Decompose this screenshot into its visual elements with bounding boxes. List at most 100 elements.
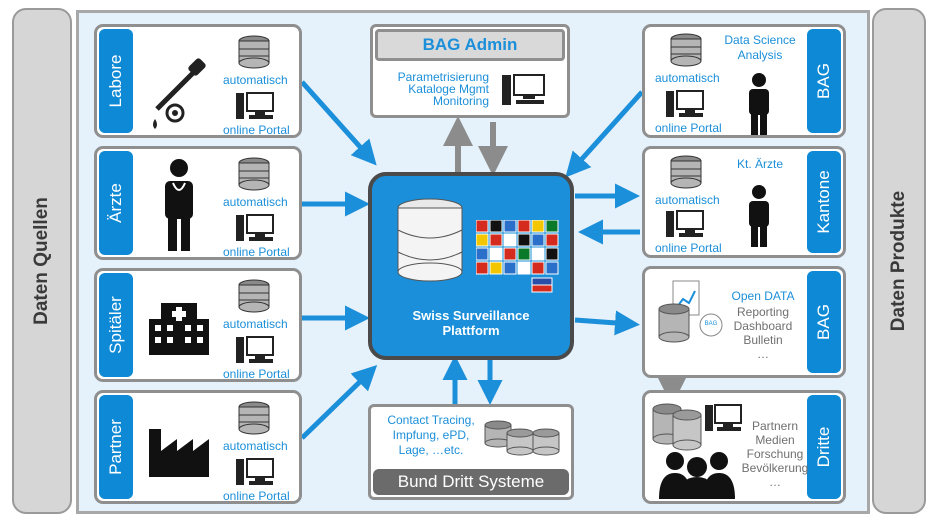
portal-label: online Portal xyxy=(655,121,722,135)
product-tab xyxy=(807,271,841,373)
pipette-virus-icon xyxy=(153,58,206,129)
source-tab-label: Spitäler xyxy=(106,296,125,354)
open-data-label: Open DATA xyxy=(731,289,795,303)
open-data-line: Bulletin xyxy=(743,333,783,347)
admin-line: Kataloge Mgmt xyxy=(408,82,489,96)
third-party-card: Contact Tracing, Impfung, ePD, Lage, …et… xyxy=(368,404,574,500)
database-computer-icon xyxy=(652,403,742,451)
computer-icon xyxy=(236,336,274,363)
database-icon xyxy=(670,33,702,67)
arrow-platform-to-bag-analysis xyxy=(565,90,644,178)
factory-icon xyxy=(149,429,209,477)
source-card-partner: Partner automatisch online Portal xyxy=(94,390,302,504)
person-icon xyxy=(749,185,769,247)
person-icon xyxy=(749,73,769,135)
open-data-line: Reporting xyxy=(736,305,790,319)
database-icon xyxy=(238,401,270,435)
open-data-lines: Reporting Dashboard Bulletin … xyxy=(723,305,803,361)
auto-label: automatisch xyxy=(223,195,288,209)
kantone-label: Kt. Ärzte xyxy=(736,157,783,171)
third-party-lines: Contact Tracing, Impfung, ePD, Lage, …et… xyxy=(377,413,485,458)
canton-flags-icon xyxy=(476,220,559,293)
analysis-line1: Data Science xyxy=(724,33,796,47)
database-cluster-icon xyxy=(484,420,560,456)
report-database-icon xyxy=(658,280,723,343)
open-data-line: Dashboard xyxy=(733,319,793,333)
portal-label: online Portal xyxy=(655,241,722,255)
computer-icon xyxy=(666,90,704,117)
dritte-line: Medien xyxy=(755,433,795,447)
source-tab-label: Partner xyxy=(106,419,125,475)
auto-label: automatisch xyxy=(223,73,288,87)
computer-icon xyxy=(502,74,545,105)
analysis-label: Data Science Analysis xyxy=(713,33,807,63)
doctor-icon xyxy=(165,159,193,251)
database-icon xyxy=(238,35,270,69)
computer-icon xyxy=(236,458,274,485)
right-side-band xyxy=(872,8,926,514)
dritte-line: Forschung xyxy=(746,447,804,461)
auto-label: automatisch xyxy=(223,439,288,453)
platform-title: Swiss Surveillance Plattform xyxy=(372,308,570,338)
analysis-line2: Analysis xyxy=(737,48,783,62)
computer-icon xyxy=(236,92,274,119)
product-tab xyxy=(807,395,841,499)
source-card-spitaeler: Spitäler automatisch online Portal xyxy=(94,268,302,382)
platform-box: Swiss Surveillance Plattform xyxy=(368,172,574,360)
platform-title-line2: Plattform xyxy=(442,323,500,338)
product-card-kantone: Kantone automatisch online Portal Kt. Är… xyxy=(642,146,846,258)
database-icon xyxy=(238,157,270,191)
product-tab-label: BAG xyxy=(814,304,833,340)
arrow-labore-to-platform xyxy=(300,80,377,166)
portal-label: online Portal xyxy=(223,123,290,137)
doc-label: BAG xyxy=(704,321,718,327)
database-large-icon xyxy=(397,198,463,282)
left-side-band xyxy=(12,8,72,514)
source-tab-label: Labore xyxy=(106,54,125,108)
admin-title: BAG Admin xyxy=(422,35,518,54)
product-tab-label: Kantone xyxy=(814,170,833,234)
portal-label: online Portal xyxy=(223,245,290,259)
third-party-title-bar xyxy=(373,469,569,495)
auto-label: automatisch xyxy=(655,71,720,85)
auto-label: automatisch xyxy=(655,193,720,207)
product-card-open-data: BAG BAG Open DATA Reporting Dashboard Bu… xyxy=(642,266,846,378)
source-card-aerzte: Ärzte automatisch online Portal xyxy=(94,146,302,260)
source-tab xyxy=(99,151,133,255)
arrow-platform-to-open-data xyxy=(574,310,640,336)
dritte-line: Bevölkerung xyxy=(741,461,809,475)
product-card-bag-analysis: BAG automatisch online Portal Data Scien… xyxy=(642,24,846,138)
source-tab xyxy=(99,29,133,133)
database-icon xyxy=(670,155,702,189)
dritte-line: … xyxy=(769,475,781,489)
admin-lines: Parametrisierung Kataloge Mgmt Monitorin… xyxy=(377,71,489,107)
group-people-icon xyxy=(659,452,735,499)
source-tab xyxy=(99,273,133,377)
portal-label: online Portal xyxy=(223,367,290,381)
product-tab-label: Dritte xyxy=(814,426,833,468)
third-party-line: Lage, …etc. xyxy=(398,443,464,457)
product-tab-label: BAG xyxy=(814,63,833,99)
admin-card: BAG Admin Parametrisierung Kataloge Mgmt… xyxy=(370,24,570,118)
third-party-line: Impfung, ePD, xyxy=(392,428,470,442)
third-party-title: Bund Dritt Systeme xyxy=(397,472,545,491)
source-card-labore: Labore automatisch online Portal xyxy=(94,24,302,138)
open-data-line: … xyxy=(757,347,769,361)
source-tab-label: Ärzte xyxy=(106,183,125,223)
third-party-line: Contact Tracing, xyxy=(387,413,475,427)
auto-label: automatisch xyxy=(223,317,288,331)
computer-icon xyxy=(236,214,274,241)
product-tab xyxy=(807,151,841,253)
source-tab xyxy=(99,395,133,499)
admin-line: Monitoring xyxy=(432,94,489,108)
dritte-lines: Partnern Medien Forschung Bevölkerung … xyxy=(741,419,809,489)
hospital-icon xyxy=(149,303,209,355)
dritte-line: Partnern xyxy=(751,419,799,433)
admin-title-bar xyxy=(375,29,565,61)
platform-title-line1: Swiss Surveillance xyxy=(412,308,530,323)
product-tab xyxy=(807,29,841,133)
arrow-partner-to-platform xyxy=(300,365,378,440)
admin-line: Parametrisierung xyxy=(397,70,489,84)
computer-icon xyxy=(666,210,704,237)
